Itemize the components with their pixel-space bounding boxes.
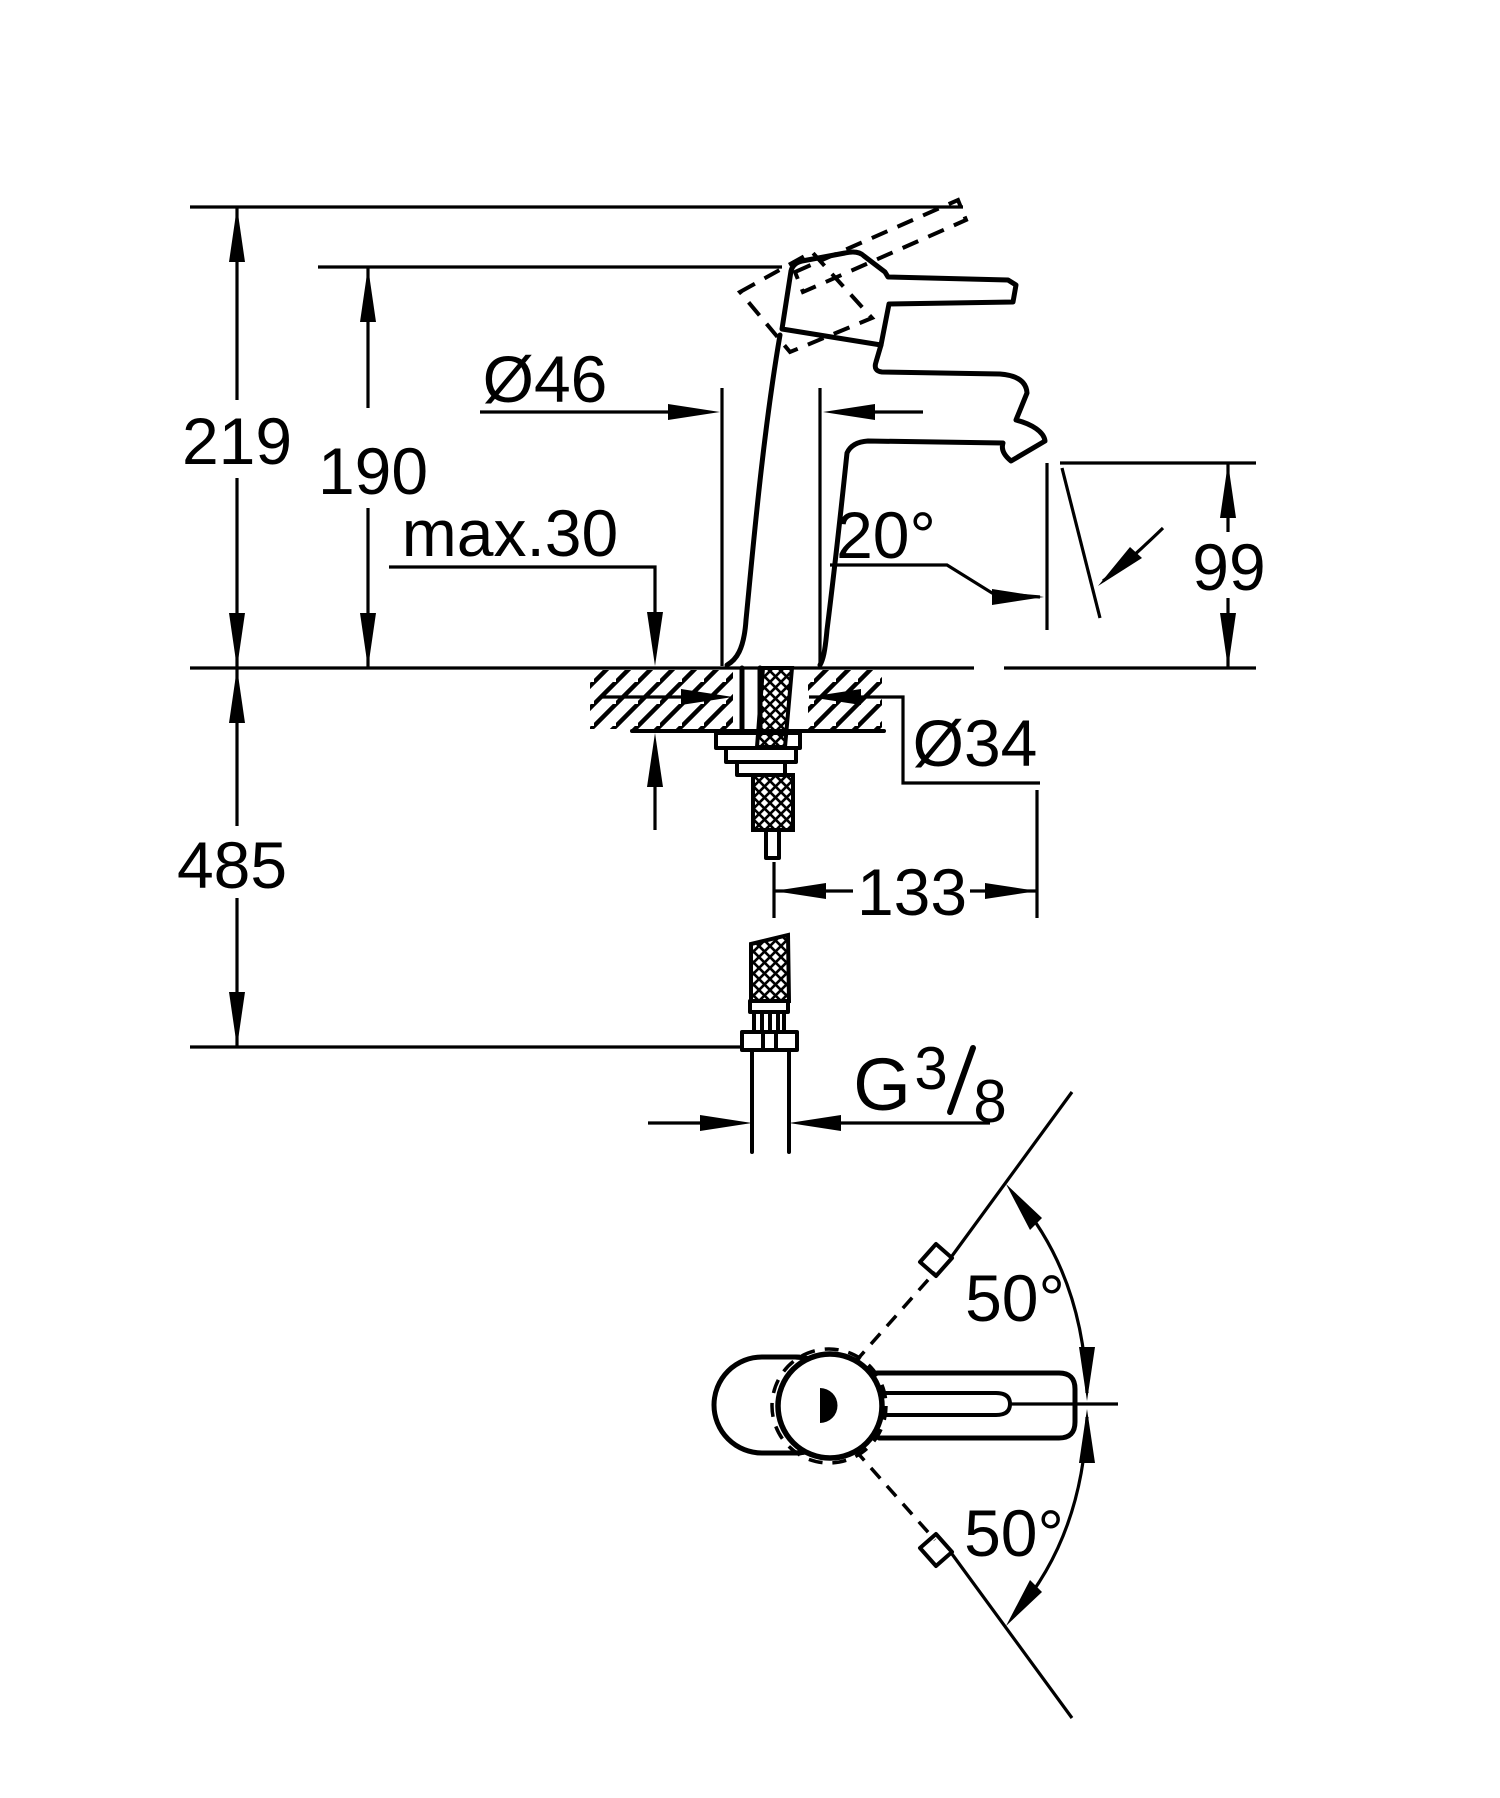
dim-height-to-body-top: 190 bbox=[318, 267, 428, 668]
swivel-range-circle bbox=[770, 1347, 888, 1465]
pivot-dot bbox=[820, 1388, 838, 1423]
label-swivel-upper: 50° bbox=[965, 1261, 1065, 1335]
dim-thread: G 3 8 bbox=[648, 1035, 1007, 1135]
label-thread-denominator: 8 bbox=[973, 1068, 1006, 1135]
label-body-diameter: Ø46 bbox=[483, 342, 608, 416]
label-spout-height: 99 bbox=[1192, 530, 1265, 604]
shank-and-hose bbox=[714, 665, 802, 1154]
label-swivel-lower: 50° bbox=[964, 1496, 1064, 1570]
label-spout-projection: 133 bbox=[857, 855, 967, 929]
dim-body-diameter: Ø46 bbox=[480, 342, 923, 420]
dim-total-height: 219 bbox=[182, 207, 292, 668]
handle-lever-open bbox=[792, 197, 969, 295]
handle-head-open bbox=[736, 249, 876, 355]
lever-slot bbox=[882, 1391, 1012, 1417]
dim-spout-angle: 20° bbox=[830, 498, 1165, 605]
reference-lines bbox=[190, 205, 1256, 1049]
dim-swivel-upper: 50° bbox=[853, 1091, 1095, 1401]
thread-fraction-slash bbox=[947, 1045, 976, 1115]
flex-hose-upper bbox=[751, 773, 795, 832]
spout bbox=[817, 342, 1048, 668]
mounting-nut bbox=[724, 746, 798, 764]
dim-spout-height: 99 bbox=[1192, 463, 1266, 668]
hose-hex-nut bbox=[740, 1030, 799, 1052]
label-spout-angle: 20° bbox=[836, 498, 936, 572]
flex-hose-lower bbox=[749, 932, 792, 1003]
label-height-to-body-top: 190 bbox=[318, 434, 428, 508]
threaded-shank bbox=[754, 666, 795, 749]
dim-hose-length: 485 bbox=[177, 668, 287, 1047]
mounting-deck bbox=[590, 670, 886, 733]
side-view: 219 190 Ø46 max.30 bbox=[177, 197, 1266, 1154]
label-total-height: 219 bbox=[182, 404, 292, 478]
dim-spout-projection: 133 bbox=[774, 855, 1037, 929]
label-max-deck-thickness: max.30 bbox=[402, 496, 618, 570]
hose-connector-tube bbox=[750, 1048, 791, 1154]
label-thread-numerator: 3 bbox=[914, 1035, 947, 1102]
top-view: 50° 50° bbox=[711, 1091, 1118, 1719]
dim-swivel-lower: 50° bbox=[853, 1409, 1095, 1719]
handle-head bbox=[779, 249, 1019, 348]
faucet-outline bbox=[724, 197, 1048, 668]
label-hole-diameter: Ø34 bbox=[913, 706, 1038, 780]
label-hose-length: 485 bbox=[177, 828, 287, 902]
label-thread-letter: G bbox=[853, 1043, 911, 1126]
dim-max-deck-thickness: max.30 bbox=[389, 496, 663, 830]
